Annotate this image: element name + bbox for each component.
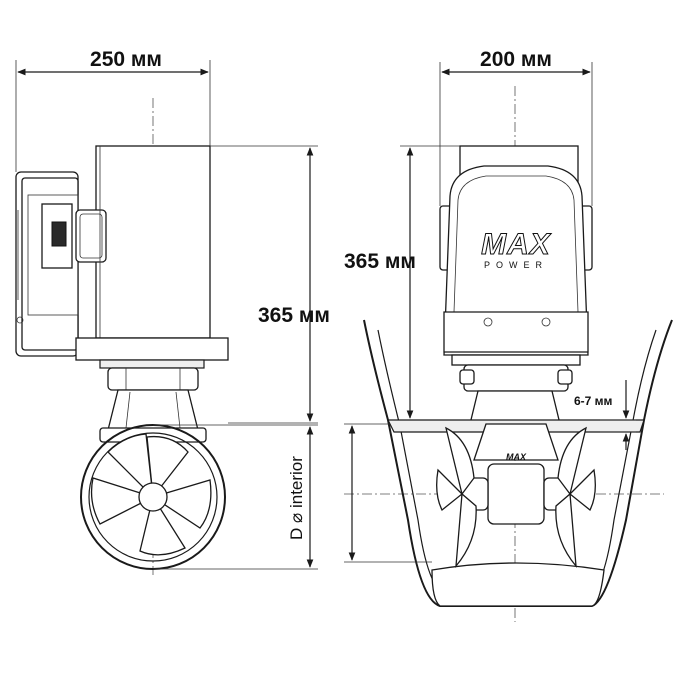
motor-housing bbox=[75, 145, 211, 339]
height-front-label: 365 мм bbox=[344, 250, 416, 273]
hull-section bbox=[363, 319, 673, 607]
connector-icon bbox=[51, 221, 67, 247]
brand-logo-sub: POWER bbox=[484, 260, 548, 270]
diameter-label: D ⌀ interior bbox=[287, 456, 306, 540]
dimension-tunnel-front bbox=[344, 423, 432, 563]
motor-cover: MAX POWER bbox=[439, 145, 593, 356]
dimension-height-front: 365 мм bbox=[344, 145, 460, 419]
tunnel-propeller bbox=[80, 424, 226, 570]
front-gearbox: MAX bbox=[436, 423, 596, 568]
propeller-icon bbox=[90, 433, 212, 556]
mounting-flange bbox=[75, 337, 229, 391]
front-flange bbox=[451, 354, 581, 425]
dimension-hull-gap: 6-7 мм bbox=[574, 380, 636, 450]
width-front-label: 200 мм bbox=[480, 48, 552, 71]
front-view: MAX POWER MAX bbox=[344, 48, 673, 622]
dimension-width-front: 200 мм bbox=[439, 48, 593, 206]
dimension-height-side: 365 мм bbox=[210, 145, 330, 424]
control-box bbox=[15, 171, 79, 357]
brand-logo: MAX bbox=[481, 228, 552, 261]
propeller-right-icon bbox=[555, 426, 596, 568]
hull-gap-label: 6-7 мм bbox=[574, 394, 613, 408]
dimension-width-side: 250 мм bbox=[15, 48, 211, 172]
dimension-diameter: D ⌀ interior bbox=[153, 424, 318, 570]
propeller-left-icon bbox=[436, 426, 477, 568]
height-side-label: 365 мм bbox=[258, 304, 330, 327]
side-view: 250 мм 365 мм D ⌀ interior bbox=[15, 48, 330, 575]
width-side-label: 250 мм bbox=[90, 48, 162, 71]
gearbox-logo: MAX bbox=[506, 452, 527, 462]
